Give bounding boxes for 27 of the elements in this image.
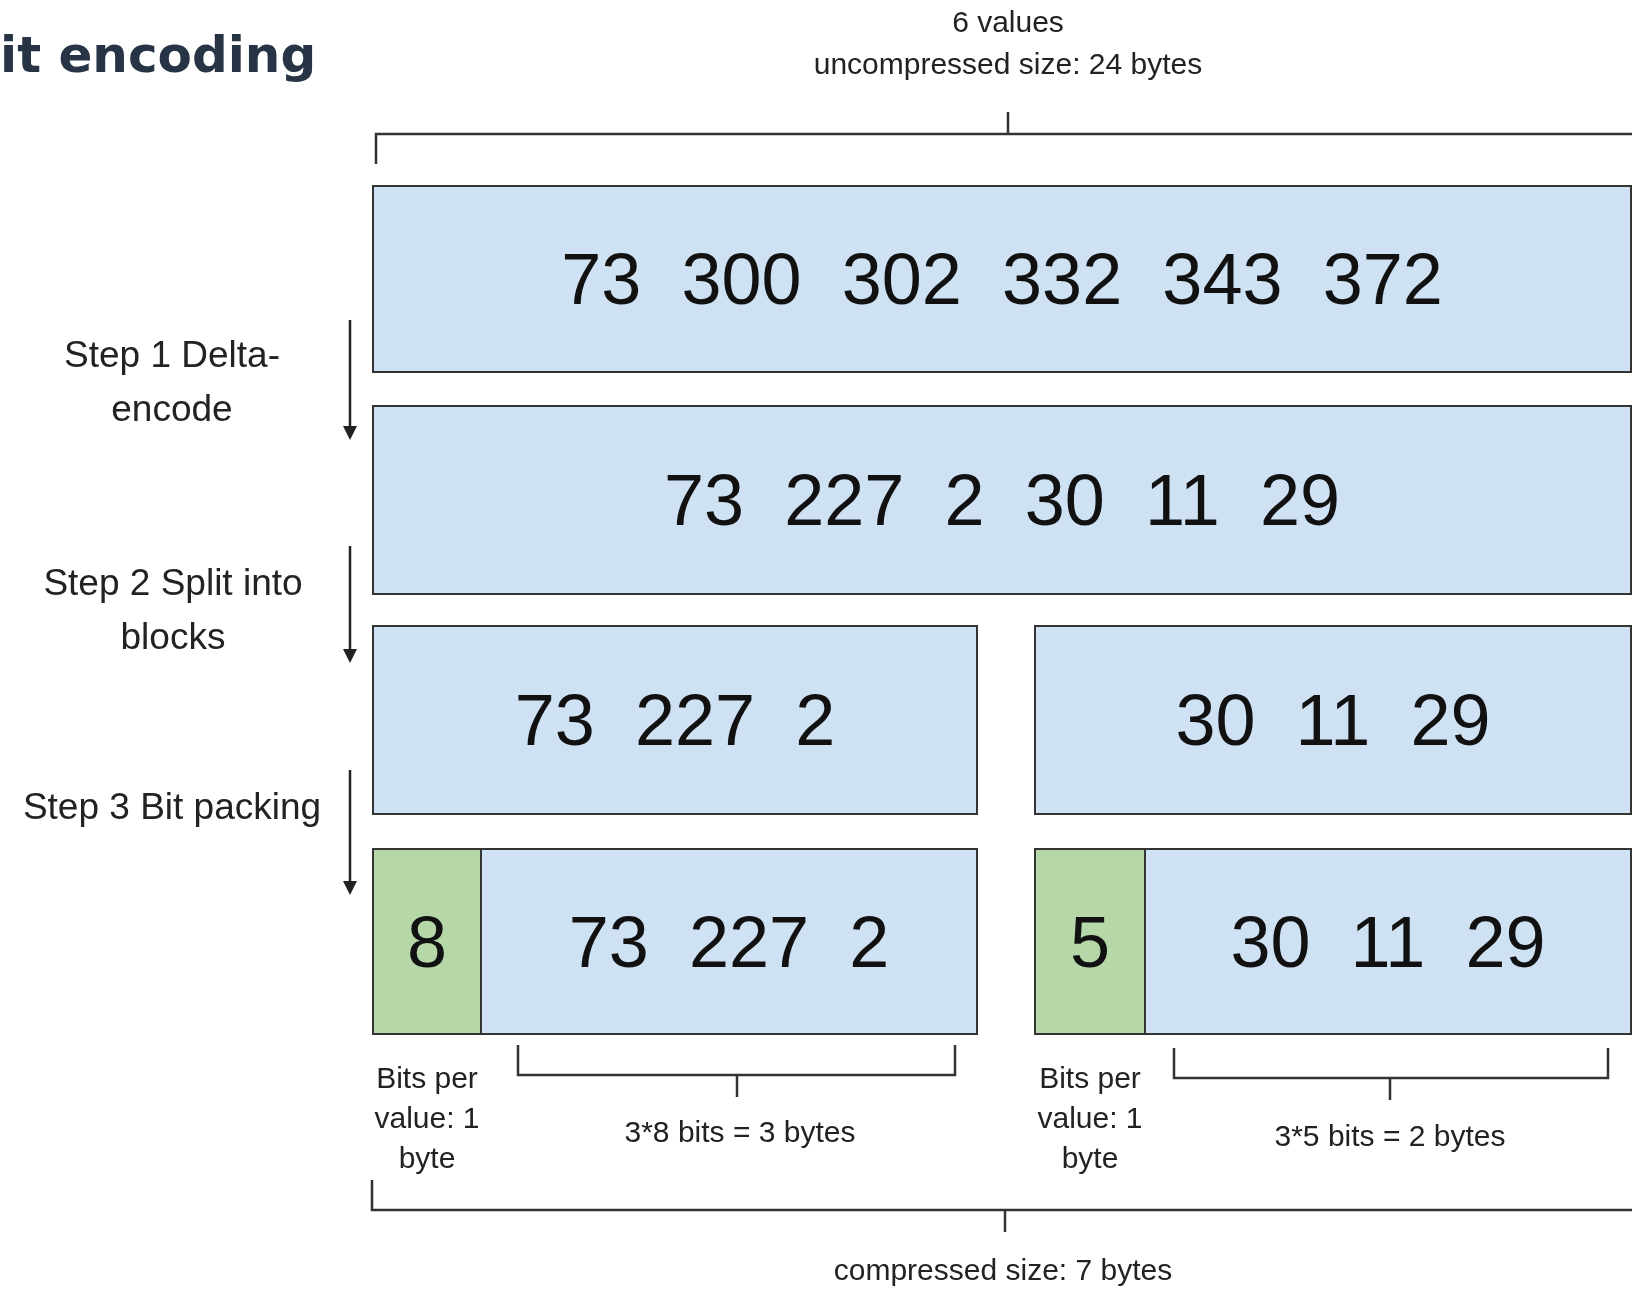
value-list: 5 — [1069, 900, 1110, 983]
bits-note: Bits per value: 1 byte — [1036, 1060, 1144, 1176]
step-label: Step 2 Split into blocks — [42, 561, 304, 659]
step-label: Step 3 Bit packing — [21, 785, 323, 829]
value-list: 8 — [406, 900, 447, 983]
value-list: 73 227 2 — [514, 679, 836, 761]
value-box — [1144, 848, 1632, 1035]
title: it encoding — [0, 26, 317, 84]
value-box — [372, 405, 1632, 595]
size-note: 3*5 bits = 2 bytes — [1273, 1118, 1507, 1154]
value-list: 73 227 2 30 11 29 — [664, 459, 1340, 541]
value-box — [1034, 625, 1632, 815]
bits-note: Bits per value: 1 byte — [373, 1060, 481, 1176]
value-list: 30 11 29 — [1175, 679, 1491, 761]
value-box — [372, 185, 1632, 373]
size-note: compressed size: 7 bytes — [832, 1252, 1174, 1288]
size-note: 3*8 bits = 3 bytes — [623, 1114, 857, 1150]
bits-box — [372, 848, 482, 1035]
value-list: 30 11 29 — [1230, 900, 1546, 983]
step-label: Step 1 Delta-encode — [63, 333, 281, 431]
bits-box — [1034, 848, 1146, 1035]
value-box — [372, 625, 978, 815]
value-box — [480, 848, 978, 1035]
count-note: 6 values — [951, 4, 1065, 40]
value-list: 73 227 2 — [568, 900, 890, 983]
value-list: 73 300 302 332 343 372 — [561, 238, 1443, 320]
size-note: uncompressed size: 24 bytes — [812, 46, 1204, 82]
